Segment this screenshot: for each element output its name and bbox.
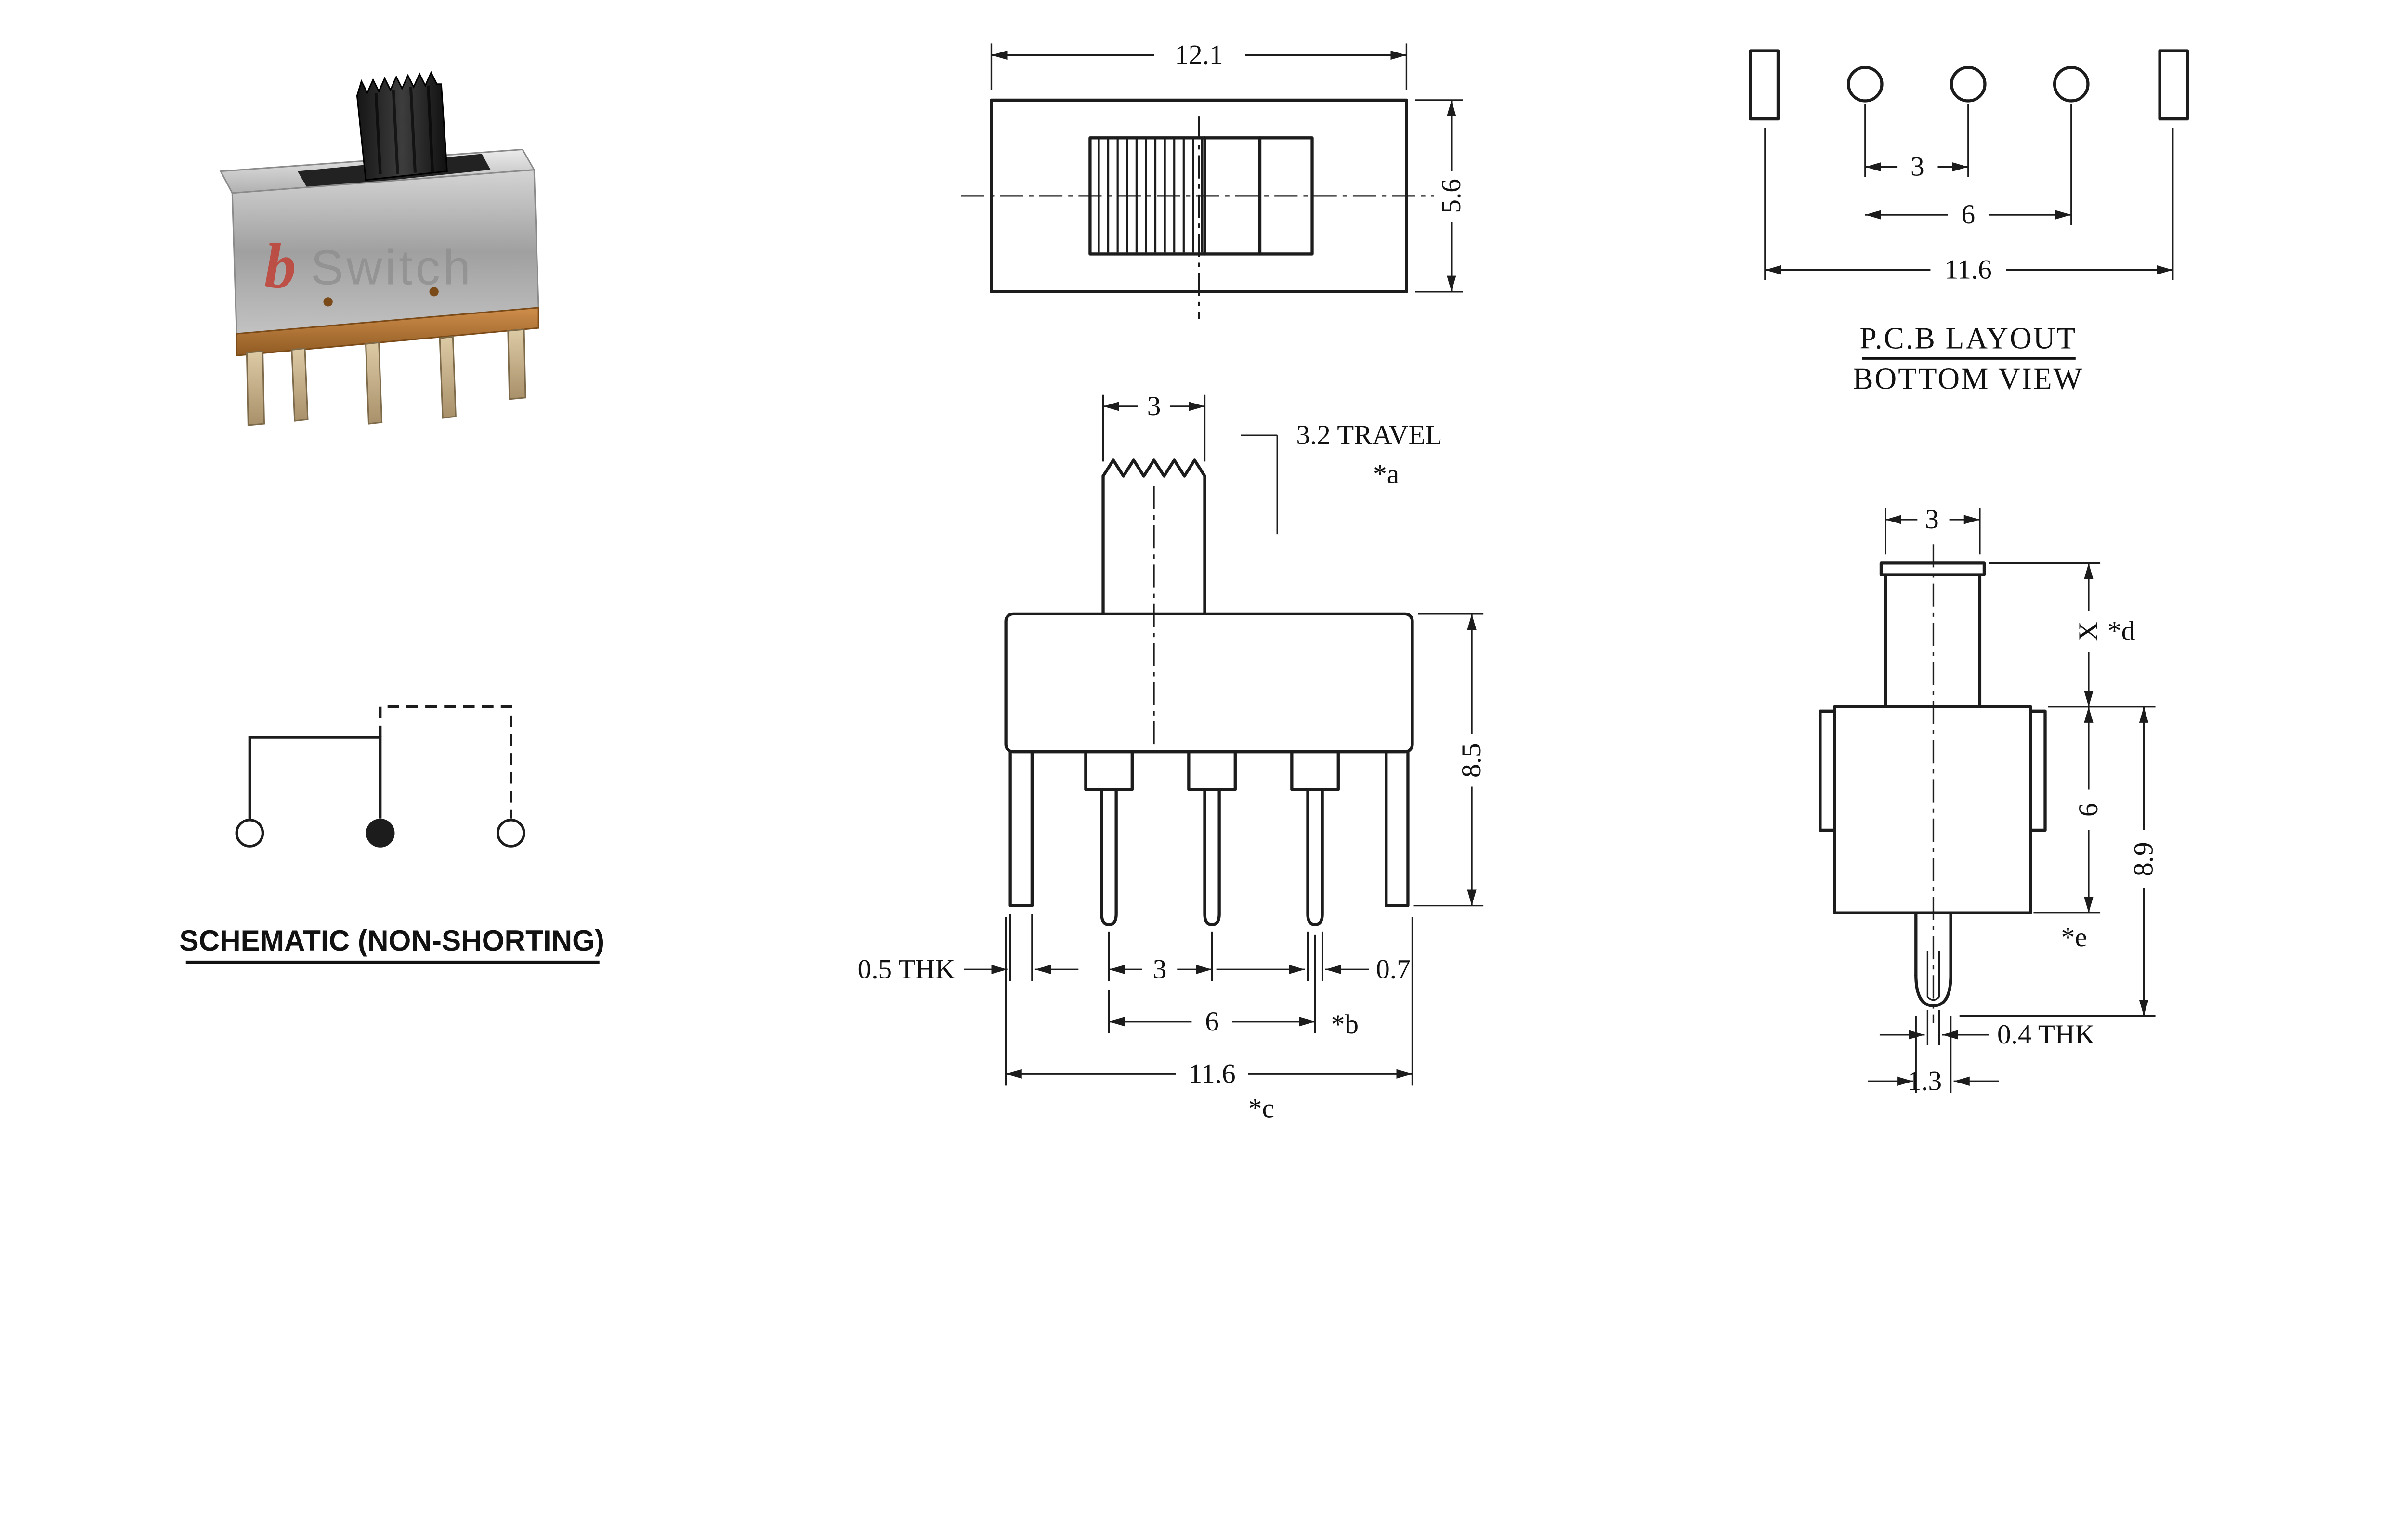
top-view: 12.1 5.6 <box>961 40 1466 320</box>
terminal-right <box>497 819 525 848</box>
technical-drawing-canvas: b Switch SCHEMATIC (NON-SHORTING) <box>179 39 2189 1124</box>
front-height-dim: 8.5 <box>1456 743 1487 778</box>
tip-width-dim: 1.3 <box>1908 1066 1942 1096</box>
pin-pedestal <box>1187 750 1237 791</box>
terminal-pin-2 <box>1203 788 1221 926</box>
terminal-pin <box>439 336 457 419</box>
schematic-dashed-connection <box>379 705 512 819</box>
side-knob-height-dim: X <box>2073 621 2104 641</box>
front-knob-width-dim: 3 <box>1147 391 1161 421</box>
note-b: *b <box>1331 1009 1359 1040</box>
note-c: *c <box>1248 1094 1274 1124</box>
travel-dim: 3.2 TRAVEL <box>1296 420 1442 450</box>
knob-rib <box>392 90 399 174</box>
bracket-thickness-dim: 0.5 THK <box>858 954 955 984</box>
side-body-height-dim: 6 <box>2073 803 2104 817</box>
top-view-width-dim: 12.1 <box>1175 40 1223 70</box>
front-bracket-left <box>1008 750 1034 907</box>
side-total-height-dim: 8.9 <box>2129 842 2159 876</box>
mount-pin-right <box>507 328 526 400</box>
knob-rib <box>427 85 434 173</box>
front-bracket-right <box>1385 750 1410 907</box>
rivet-hole <box>323 297 333 307</box>
side-view: 3 X *d 6 8.9 *e 0.4 THK 1.3 <box>1819 504 2159 1096</box>
switch-actuator-knob <box>356 71 448 181</box>
pcb-hole-3 <box>2053 65 2090 103</box>
note-d: *d <box>2107 616 2135 646</box>
terminal-common <box>366 819 395 848</box>
side-terminal-inner-tip <box>1927 996 1940 1001</box>
tip-thickness-dim: 0.4 THK <box>1997 1019 2095 1050</box>
pcb-hole-2 <box>1950 65 1987 103</box>
schematic-label: SCHEMATIC (NON-SHORTING) <box>179 924 604 957</box>
watermark-text: Switch <box>311 240 473 295</box>
pcb-span-dim: 6 <box>1961 199 1975 230</box>
side-bracket-right <box>2029 709 2047 832</box>
pin-width-dim: 0.7 <box>1376 954 1411 984</box>
knob-rib <box>409 87 417 173</box>
terminal-pin <box>365 341 383 425</box>
terminal-pin-3 <box>1306 788 1324 926</box>
pin-pitch-dim: 3 <box>1153 954 1167 984</box>
pin-span-dim: 6 <box>1205 1006 1219 1037</box>
pin-pedestal <box>1084 750 1134 791</box>
mount-pin-left <box>246 350 265 426</box>
pcb-layout-view: 3 6 11.6 P.C.B LAYOUT BOTTOM VIEW <box>1749 49 2189 396</box>
pin-pedestal <box>1290 750 1340 791</box>
schematic-solid-connection <box>248 736 382 820</box>
watermark-logo: b <box>264 231 296 301</box>
pcb-slot-right <box>2158 49 2189 121</box>
front-total-width-dim: 11.6 <box>1189 1058 1236 1089</box>
terminal-pin-1 <box>1100 788 1118 926</box>
pcb-total-dim: 11.6 <box>1945 255 1992 285</box>
rivet-hole <box>429 287 439 297</box>
switch-base <box>236 307 539 357</box>
schematic-view: SCHEMATIC (NON-SHORTING) <box>179 705 604 964</box>
pcb-subtitle: BOTTOM VIEW <box>1853 362 2083 396</box>
knob-rib <box>374 92 382 174</box>
front-body <box>1004 612 1414 754</box>
pcb-pitch-dim: 3 <box>1911 152 1924 182</box>
note-a: *a <box>1373 459 1399 490</box>
side-bracket-left <box>1819 709 1836 832</box>
note-e: *e <box>2061 922 2087 952</box>
side-knob-width-dim: 3 <box>1925 504 1939 535</box>
product-photo: b Switch <box>219 71 539 426</box>
top-view-height-dim: 5.6 <box>1436 179 1466 213</box>
terminal-left <box>235 819 264 848</box>
terminal-pin <box>291 347 309 422</box>
pcb-hole-1 <box>1846 65 1884 103</box>
pcb-title: P.C.B LAYOUT <box>1860 321 2077 355</box>
front-view: 3 3.2 TRAVEL *a 8.5 0.5 THK 3 0.7 <box>858 391 1487 1124</box>
actuator-break-line <box>1101 458 1206 478</box>
drawing-sheet: b Switch SCHEMATIC (NON-SHORTING) <box>179 39 2189 1124</box>
pcb-slot-left <box>1749 49 1780 121</box>
